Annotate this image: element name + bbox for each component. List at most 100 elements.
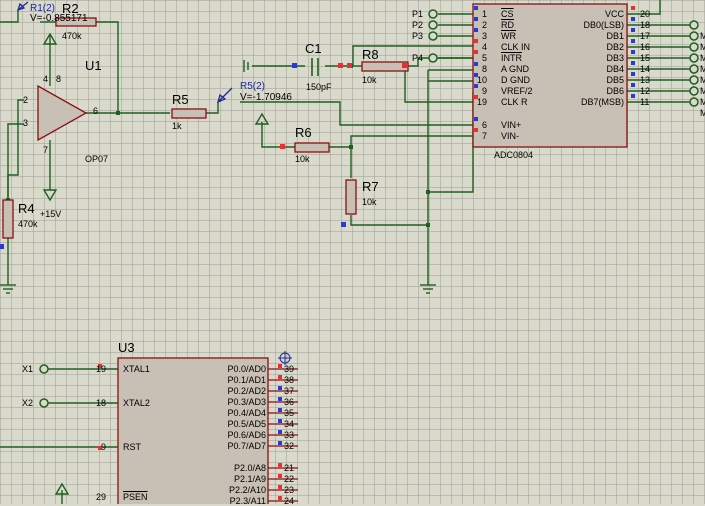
terminal-circles [39,9,699,408]
bus-label: M [700,97,705,107]
bus-label: M [700,31,705,41]
mcu-pin-number: 35 [284,408,295,418]
mcu-pin-number: 19 [95,364,106,374]
mcu-pin-label: XTAL1 [123,364,150,374]
r2-ref: R2 [62,1,79,16]
mcu-pin-number: 36 [284,397,295,407]
terminal-p3[interactable]: P3 [412,31,424,41]
mcu-pin-label: P0.4/AD4 [227,408,266,418]
mcu-pin-number: 37 [284,386,295,396]
u1-pin-7: 7 [43,145,49,155]
adc-pin-label: VREF/2 [501,86,533,96]
r4-value: 470k [18,219,38,229]
adc-pin-number: 17 [640,31,651,41]
r7-value: 10k [362,197,377,207]
pin-markers [0,6,635,500]
terminal-x2[interactable]: X2 [22,398,34,408]
c1-value: 150pF [306,82,332,92]
mcu-pin-label: P0.7/AD7 [227,441,266,451]
mcu-pin-label: P0.6/AD6 [227,430,266,440]
probe-arrows [16,1,233,104]
component-bodies [2,3,628,504]
ground-symbols [0,60,436,294]
mcu-pin-label: P0.5/AD5 [227,419,266,429]
bus-label: M [700,86,705,96]
bus-label: M [700,64,705,74]
mcu-pin-number: 33 [284,430,295,440]
probe-r1-value: V=-0.855171 [30,13,88,24]
adc-pin-label: CLK R [501,97,528,107]
adc-pin-number: 8 [481,64,487,74]
adc-pin-label: CLK IN [501,42,531,52]
mcu-pin-stubs [268,368,298,502]
adc-pin-label: DB3 [606,53,624,63]
adc-pin-number: 15 [640,53,651,63]
terminal-p1[interactable]: P1 [412,9,424,19]
u3-ref: U3 [118,340,135,355]
supply-label: +15V [40,209,62,219]
adc-pin-number: 16 [640,42,651,52]
mcu-pin-label: P2.3/A11 [229,496,266,506]
probe-r5-value: V=-1.70946 [240,92,292,103]
adc-pin-label: DB1 [606,31,624,41]
r7-ref: R7 [362,179,379,194]
mcu-pin-number: 24 [284,496,295,506]
r4-ref: R4 [18,201,35,216]
adc-pin-number: 4 [481,42,487,52]
adc-pin-number: 9 [481,86,487,96]
mcu-pin-label: P2.0/A8 [233,463,266,473]
mcu-pin-label: P0.3/AD3 [227,397,266,407]
r6-value: 10k [295,154,310,164]
adc-pin-label: VCC [604,9,624,19]
u1-pin-in-minus: 2 [23,95,29,105]
mcu-pin-label: XTAL2 [123,398,150,408]
cursor-crosshair-icon [278,351,292,365]
probe-r1-name: R1(2) [30,3,56,14]
adc-pin-label: WR [501,31,516,41]
terminal-x1[interactable]: X1 [22,364,34,374]
r5-ref: R5 [172,92,189,107]
probe-r5-name: R5(2) [240,81,266,92]
adc-ref: ADC0804 [494,150,534,160]
mcu-pin-number: 32 [284,441,295,451]
r8-value: 10k [362,75,377,85]
adc-pin-label: VIN+ [501,120,522,130]
adc-pin-number: 20 [640,9,651,19]
adc-pin-label: DB4 [606,64,624,74]
adc-pin-number: 13 [640,75,651,85]
adc-pin-number: 19 [476,97,487,107]
mcu-pin-label: P2.2/A10 [228,485,266,495]
u1-pin-in-plus: 3 [23,118,29,128]
terminal-p2[interactable]: P2 [412,20,424,30]
adc-pin-label: INTR [501,53,522,63]
mcu-pin-number: 38 [284,375,295,385]
adc-pin-label: CS [501,9,514,19]
mcu-pin-label: RST [123,442,141,452]
bus-label: M [700,75,705,85]
bus-label: M [700,53,705,63]
adc-pin-number: 10 [476,75,487,85]
mcu-pin-number: 18 [95,398,106,408]
terminal-p4[interactable]: P4 [412,53,424,63]
adc-pin-label: DB6 [606,86,624,96]
mcu-pin-number: 21 [284,463,295,473]
adc-pin-label: DB0(LSB) [583,20,624,30]
adc-pin-label: RD [501,20,514,30]
mcu-pin-number: 23 [284,485,295,495]
adc-pin-number: 1 [481,9,487,19]
adc-pin-number: 7 [481,131,487,141]
arrow-symbols [42,32,270,495]
adc-pin-label: DB2 [606,42,624,52]
adc-pin-number: 2 [481,20,487,30]
adc-pin-number: 18 [640,20,651,30]
adc-pin-label: A GND [501,64,530,74]
adc-pin-number: 14 [640,64,651,74]
mcu-pin-number: 34 [284,419,295,429]
adc-pin-number: 5 [481,53,487,63]
adc-pin-label: VIN- [501,131,519,141]
adc-pin-label: D GND [501,75,530,85]
mcu-pin-number: 22 [284,474,295,484]
mcu-pin-number: 39 [284,364,295,374]
mcu-pin-label: P0.0/AD0 [227,364,266,374]
